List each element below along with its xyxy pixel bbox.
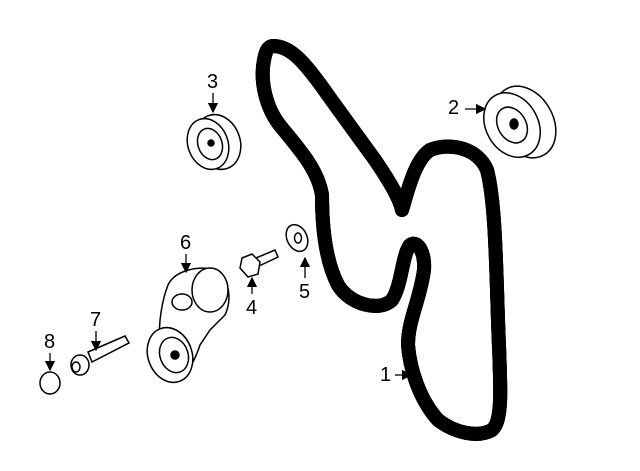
callout-7: 7 — [90, 309, 102, 331]
idler-pulley — [483, 85, 557, 159]
callout-8: 8 — [44, 331, 56, 353]
tensioner-bolt — [70, 335, 131, 376]
callout-6: 6 — [180, 232, 192, 254]
cap — [39, 371, 61, 395]
callout-3: 3 — [207, 71, 219, 93]
callout-2: 2 — [448, 97, 460, 119]
washer — [285, 223, 309, 253]
belt — [263, 46, 501, 434]
idler-pulley-small — [186, 113, 242, 171]
leader-arrows — [44, 93, 487, 381]
callout-5: 5 — [299, 281, 311, 303]
belt-tensioner — [146, 267, 230, 384]
bolt — [239, 249, 279, 278]
callout-4: 4 — [246, 297, 258, 319]
callout-1: 1 — [380, 364, 392, 386]
